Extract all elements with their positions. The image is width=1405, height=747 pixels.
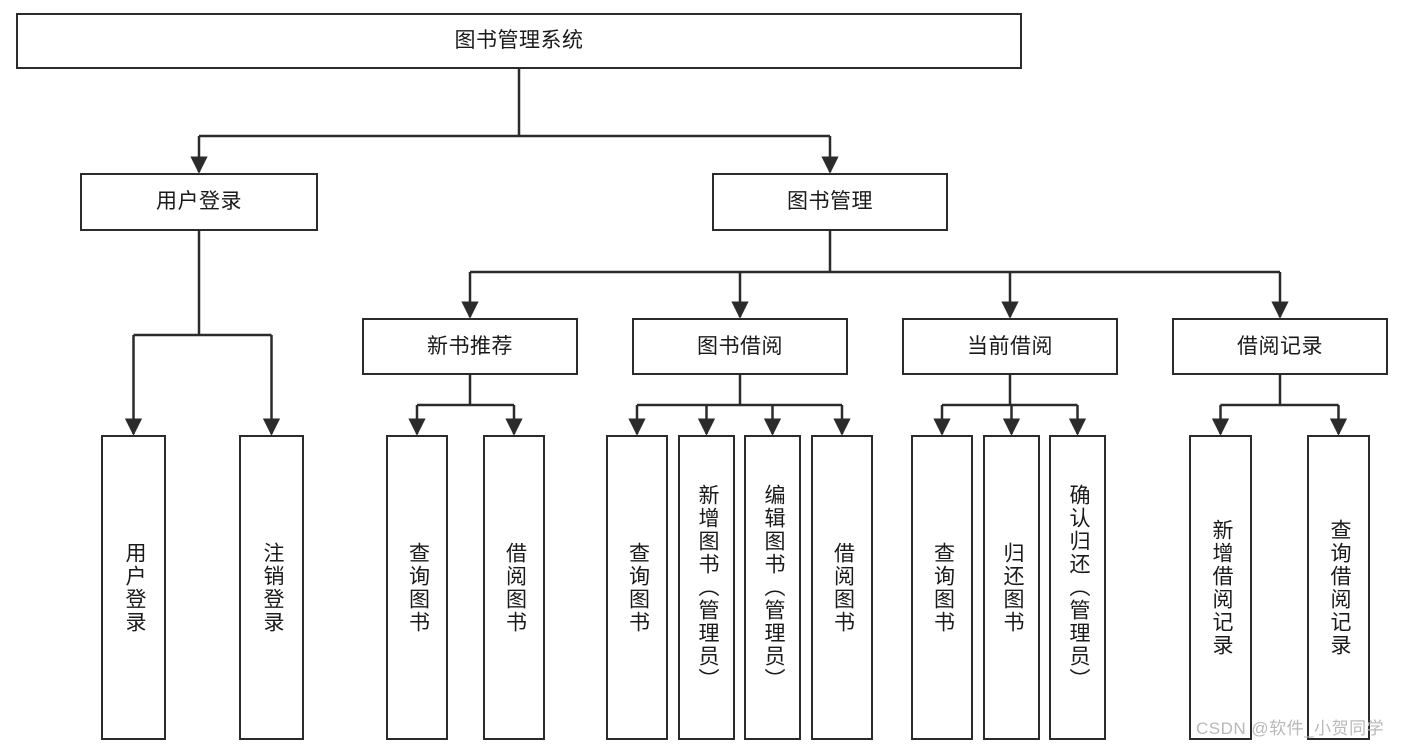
node-label: 借阅记录 [1237,334,1323,358]
node-label: 借阅图书 [503,541,527,634]
node-borrow-record[interactable]: 借阅记录 [1172,318,1388,375]
node-leaf-query-book-1[interactable]: 查询图书 [386,435,448,740]
node-label: 图书管理系统 [454,29,584,53]
node-label: 查询借阅记录 [1327,518,1351,657]
node-label: 查询图书 [931,541,955,634]
node-leaf-confirm-return[interactable]: 确认归还（管理员） [1049,435,1106,740]
node-label: 查询图书 [406,541,430,634]
node-label: 归还图书 [1000,541,1024,634]
node-leaf-logout[interactable]: 注销登录 [239,435,304,740]
node-leaf-borrow-book-1[interactable]: 借阅图书 [483,435,545,740]
node-leaf-return-book[interactable]: 归还图书 [983,435,1040,740]
node-leaf-query-record[interactable]: 查询借阅记录 [1307,435,1370,740]
node-new-book-rec[interactable]: 新书推荐 [362,318,578,375]
node-label: 用户登录 [122,541,146,634]
node-leaf-query-book-2[interactable]: 查询图书 [606,435,668,740]
node-label: 新增借阅记录 [1209,518,1233,657]
node-leaf-query-book-3[interactable]: 查询图书 [911,435,973,740]
node-current-borrow[interactable]: 当前借阅 [902,318,1118,375]
node-book-manage[interactable]: 图书管理 [712,173,948,231]
node-user-login[interactable]: 用户登录 [80,173,318,231]
node-label: 用户登录 [156,190,242,214]
csdn-watermark: CSDN @软件_小贺同学 [1196,719,1385,738]
node-label: 借阅图书 [831,541,855,634]
node-leaf-edit-book[interactable]: 编辑图书（管理员） [744,435,801,740]
node-label: 确认归还（管理员） [1066,484,1090,691]
node-label: 编辑图书（管理员） [761,484,785,691]
node-leaf-borrow-book-2[interactable]: 借阅图书 [811,435,873,740]
node-label: 注销登录 [260,541,284,634]
node-label: 新书推荐 [427,334,513,358]
node-label: 当前借阅 [967,334,1053,358]
node-root[interactable]: 图书管理系统 [16,13,1022,69]
node-label: 新增图书（管理员） [695,484,719,691]
node-label: 查询图书 [626,541,650,634]
node-leaf-add-book[interactable]: 新增图书（管理员） [678,435,735,740]
node-book-borrow[interactable]: 图书借阅 [632,318,848,375]
node-leaf-user-login[interactable]: 用户登录 [101,435,166,740]
node-label: 图书管理 [787,190,873,214]
node-leaf-add-record[interactable]: 新增借阅记录 [1189,435,1252,740]
node-label: 图书借阅 [697,334,783,358]
